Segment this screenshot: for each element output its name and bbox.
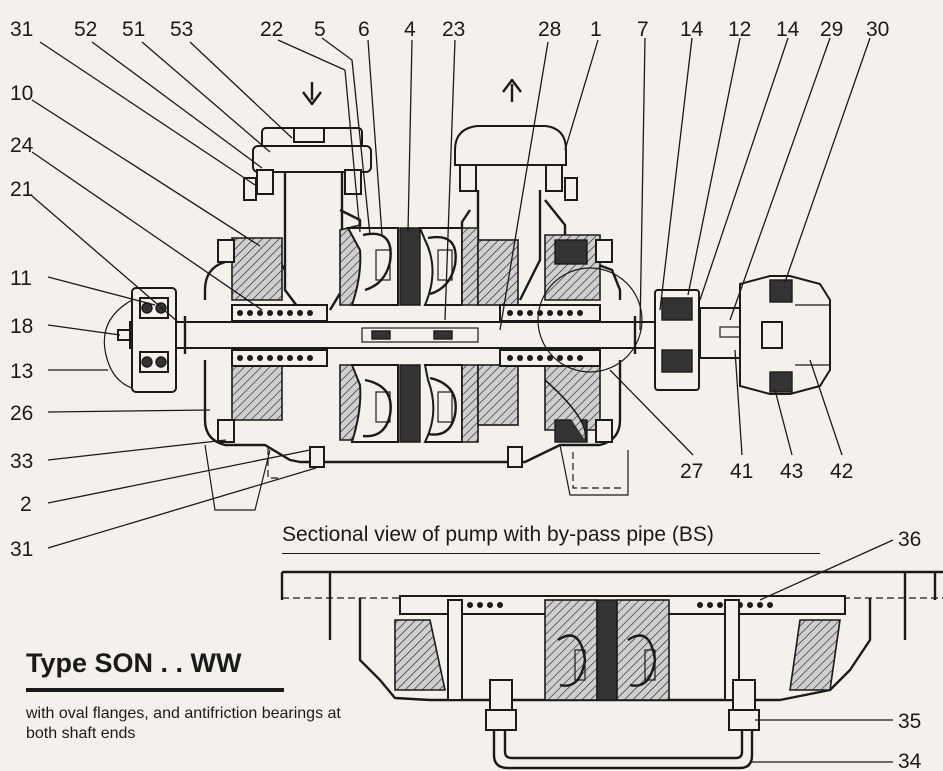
label-4: 4 <box>404 18 416 41</box>
label-7: 7 <box>637 18 649 41</box>
type-title-underline <box>26 688 284 692</box>
label-18: 18 <box>10 315 33 338</box>
inlet-arrow-icon <box>302 82 322 106</box>
part-number-labels: 31 52 51 53 22 5 6 4 23 28 1 7 14 12 14 … <box>10 18 922 771</box>
leader-lines <box>31 37 894 763</box>
casing-outline <box>203 199 622 300</box>
left-end-bearing <box>103 287 177 393</box>
label-33: 33 <box>10 450 33 473</box>
label-1: 1 <box>590 18 602 41</box>
label-23: 23 <box>442 18 465 41</box>
label-10: 10 <box>10 82 33 105</box>
label-28: 28 <box>538 18 561 41</box>
label-6: 6 <box>358 18 370 41</box>
bypass-section <box>280 570 943 770</box>
label-31-top: 31 <box>10 18 33 41</box>
discharge-flange <box>454 125 578 301</box>
label-13: 13 <box>10 360 33 383</box>
label-52: 52 <box>74 18 97 41</box>
mounting-feet <box>204 267 643 511</box>
label-30: 30 <box>866 18 889 41</box>
label-14-left: 14 <box>680 18 704 41</box>
main-pump-section <box>103 78 831 511</box>
label-41: 41 <box>730 460 753 483</box>
label-12: 12 <box>728 18 751 41</box>
bypass-caption: Sectional view of pump with by-pass pipe… <box>282 523 714 546</box>
label-42: 42 <box>830 460 853 483</box>
stage-casings <box>339 223 519 443</box>
type-description: with oval flanges, and antifriction bear… <box>26 705 341 742</box>
label-53: 53 <box>170 18 193 41</box>
outlet-arrow-icon <box>502 78 522 102</box>
label-11: 11 <box>10 267 32 290</box>
caption-underline <box>282 553 820 554</box>
label-51: 51 <box>122 18 145 41</box>
label-29: 29 <box>820 18 843 41</box>
label-27: 27 <box>680 460 703 483</box>
label-21: 21 <box>10 178 33 201</box>
label-24: 24 <box>10 134 34 157</box>
label-36: 36 <box>898 528 921 551</box>
shaft <box>129 316 656 354</box>
type-title: Type SON . . WW <box>26 648 242 678</box>
label-43: 43 <box>780 460 803 483</box>
label-31-bottom: 31 <box>10 538 33 561</box>
label-22: 22 <box>260 18 283 41</box>
label-26: 26 <box>10 402 33 425</box>
label-2: 2 <box>20 493 32 516</box>
label-35: 35 <box>898 710 921 733</box>
right-end-coupling <box>654 275 831 395</box>
label-14-right: 14 <box>776 18 800 41</box>
bearing-housings <box>217 234 613 443</box>
label-34: 34 <box>898 750 922 771</box>
label-5: 5 <box>314 18 326 41</box>
